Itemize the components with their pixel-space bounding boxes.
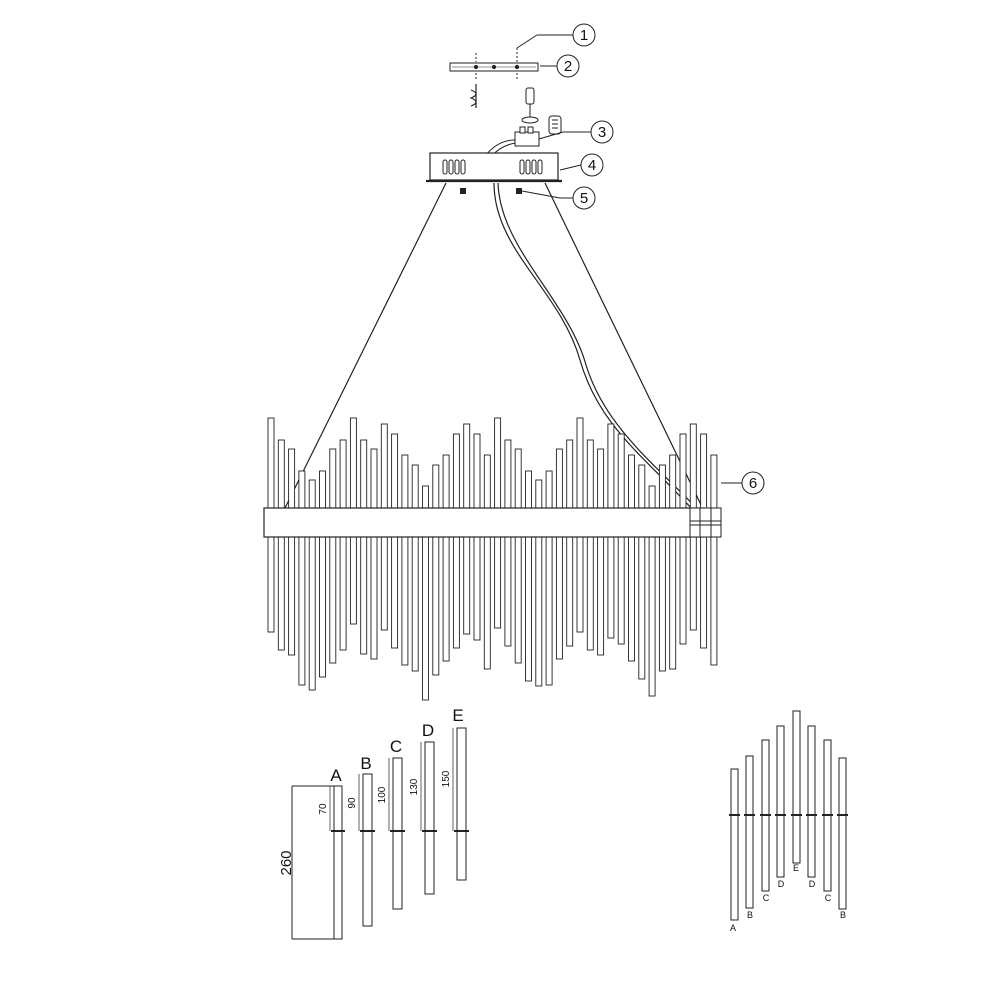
wire-connector-icon [548,115,562,135]
mounting-bracket [449,62,539,72]
arrangement-label-4: D [778,879,785,889]
rod-type-letter-a: A [330,766,342,785]
wall-anchor-icon [469,84,477,108]
power-cord [493,182,701,519]
rod-type-e: E 150 [441,706,469,881]
crystal-rod [679,433,687,645]
arrangement-label-5: E [793,863,799,873]
callout-5: 5 [521,186,596,210]
frame-bar [263,507,705,538]
crystal-rod [452,433,460,649]
cable-grippers [460,188,522,194]
arrangement-label-1: A [730,923,736,933]
crystal-rod [700,433,708,649]
crystal-rod [710,454,718,666]
crystal-rod [597,448,605,656]
arrangement-label-2: B [747,910,753,920]
crystal-rod [442,454,450,662]
arrangement-label-6: D [809,879,816,889]
callout-1: 1 [516,23,596,49]
suspension-cables [284,182,707,516]
terminal-block [484,126,540,157]
arrangement-label-7: C [825,893,832,903]
crystal-rod [288,448,296,656]
callout-label-4: 4 [588,157,596,174]
overall-dimension [291,785,334,940]
canopy-vent-left [442,159,466,175]
crystal-rod [329,448,337,664]
crystal-rod [638,464,646,680]
threaded-rod-icon [521,87,539,124]
crystal-rod [483,454,491,670]
crystal-rod [308,479,316,691]
rod-type-b: B 90 [347,754,375,927]
crystal-rod [319,470,326,678]
crystal-rod [669,454,677,670]
crystal-rod [422,485,429,701]
callout-3: 3 [538,120,614,144]
crystal-rod [658,464,666,672]
crystal-rod [401,454,409,666]
callout-6: 6 [721,471,765,495]
arrangement-label-8: B [840,910,846,920]
rod-type-length-c: 100 [377,786,388,803]
rod-type-c: C 100 [377,737,405,910]
crystal-rod [432,464,440,676]
crystal-rod [514,448,522,664]
crystal-rod [391,433,399,649]
callout-label-5: 5 [580,190,588,207]
crystal-rod [360,439,368,655]
rod-type-letter-e: E [452,706,463,725]
crystal-rod [411,464,419,672]
crystal-rod [555,448,563,660]
callout-label-3: 3 [598,124,606,141]
callout-label-2: 2 [564,58,572,75]
crystal-rod [370,448,378,660]
crystal-rod [545,470,553,686]
crystal-rod [566,439,574,647]
callout-label-6: 6 [749,475,757,492]
rod-type-length-b: 90 [347,797,358,809]
arrangement-label-3: C [763,893,770,903]
crystal-rod [525,470,532,682]
crystal-rod [628,454,635,662]
rod-type-length-a: 70 [318,803,329,815]
crystal-rod [648,485,656,697]
rod-type-length-d: 130 [409,778,420,795]
callout-4: 4 [559,153,604,177]
arrangement-sequence: A B C D E D C B [729,710,848,933]
rod-type-length-e: 150 [441,770,452,787]
rod-type-letter-b: B [360,754,371,773]
crystal-rod [504,439,512,647]
crystal-rod [617,433,625,645]
rod-type-letter-d: D [422,721,434,740]
callout-2: 2 [540,54,580,78]
overall-length-label: 260 [278,850,295,875]
frame-end-cap [689,507,722,538]
rod-type-letter-c: C [390,737,402,756]
crystal-rod [535,479,543,687]
rod-type-d: D 130 [409,721,437,895]
crystal-rod [298,470,306,686]
crystal-rod [277,439,285,651]
crystal-rod [339,439,347,651]
crystal-rod [586,439,594,651]
callout-label-1: 1 [580,27,588,44]
canopy-vent-right [519,159,543,175]
mounting-screws [475,48,518,80]
rod-type-a: A 70 [318,766,345,940]
